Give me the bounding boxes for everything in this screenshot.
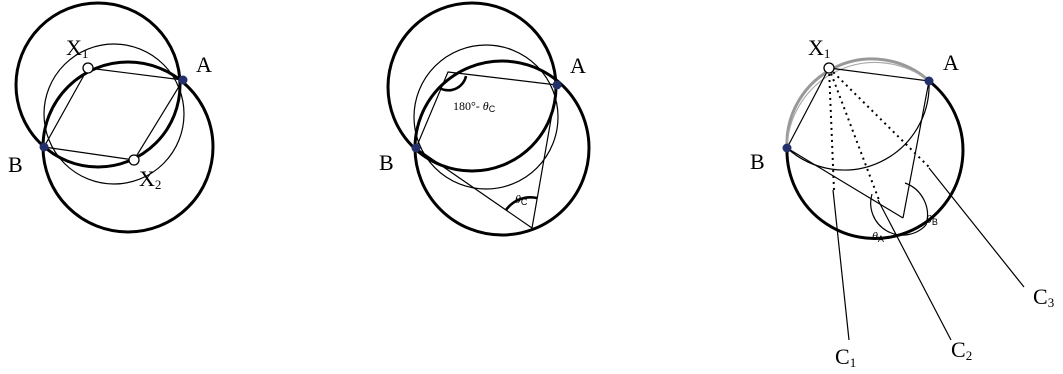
panel1-label-b: B [8,152,23,177]
panel1-point-x2 [128,154,140,166]
panel1-point-a [178,75,188,85]
panel3-label-c1: C1 [835,344,856,370]
panel3-line-b-t [786,147,904,219]
panel2-angle-label-top: 180°- θC [453,99,496,114]
panel3-angle-label-b: θB [926,212,938,227]
panel3-dotted-ray-c1 [828,67,835,191]
panel2-angle-label-bottom: θC [515,192,528,207]
panel3-label-x1: X1 [808,35,830,61]
panel3-line-a-t [902,80,930,219]
panel3-gray-inner-arc [786,61,930,149]
panel3-angle-arc-a [870,193,927,236]
panel-1: A B X1 X2 [8,1,215,234]
panel3-dotted-ray-c2 [828,67,880,201]
panel3-line-c2 [877,199,952,341]
panel-2: A B 180°- θC θC [379,1,591,237]
panel3-point-b [782,143,792,153]
panel3-label-c2: C2 [951,337,972,363]
panel3-line-c1 [832,189,850,341]
panel3-point-a [924,76,934,86]
panel1-inner-circle [43,43,185,185]
panel3-line-c3 [928,167,1025,288]
panel2-point-a [552,80,562,90]
panel1-point-x1 [82,62,94,74]
panel3-gray-arc [785,57,931,149]
panel1-outer-circle-top [14,1,182,169]
panel1-label-x2: X2 [139,166,161,192]
panel3-angle-label-a: θA [872,229,884,244]
panel1-label-x1: X1 [66,35,88,61]
panel2-angle-arc-bottom [504,196,538,211]
panel3-bottom-circle-arc [785,79,965,240]
panel1-outer-circle-bottom [41,60,215,234]
panel2-angle-arc-top [437,75,468,92]
panel2-point-b [411,143,421,153]
panel2-label-b: B [379,150,394,175]
panel3-angle-arc-b [904,182,929,226]
panel3-point-x1 [823,62,835,74]
panel2-inner-circle [413,44,559,190]
panel3-line-x1-b [786,67,830,149]
panel1-point-b [39,142,49,152]
panel3-black-arc-left [786,80,930,171]
panel2-label-a: A [570,53,586,78]
panel3-label-a: A [943,50,959,75]
panel3-label-b: B [750,149,765,174]
panel-3: A B X1 C1 C2 C3 θA θB [750,35,1054,370]
panel3-label-c3: C3 [1033,284,1054,310]
panel2-quadrilateral [415,71,558,230]
panel1-label-a: A [196,52,212,77]
panel3-line-x1-a [828,67,930,82]
panel1-quadrilateral [43,67,184,161]
panel3-dotted-ray-c3 [828,67,931,169]
